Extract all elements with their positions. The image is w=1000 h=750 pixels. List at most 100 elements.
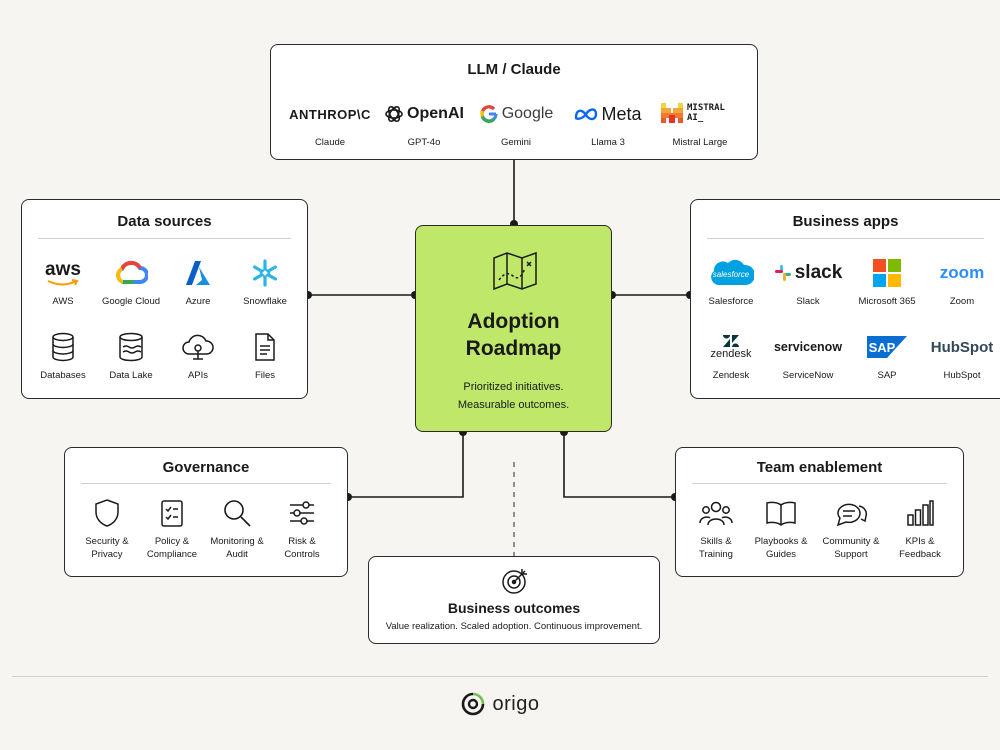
data-source-aws: aws AWS <box>18 256 108 309</box>
aws-logo: aws <box>45 256 81 290</box>
zendesk-logo: zendesk <box>711 330 751 364</box>
business-outcomes-box: Business outcomes Value realization. Sca… <box>368 556 660 644</box>
app-hubspot: HubSpot HubSpot <box>917 330 1000 383</box>
google-logo: Google <box>479 97 553 131</box>
bar-chart-icon <box>906 496 934 530</box>
business-outcomes-title: Business outcomes <box>447 600 581 616</box>
team-playbooks: Playbooks & Guides <box>736 496 826 562</box>
zoom-logo: zoom <box>939 263 985 282</box>
microsoft-logo-icon <box>873 256 901 290</box>
team-kpis: KPIs & Feedback <box>875 496 965 562</box>
anthropic-logo: ANTHROP\C <box>289 106 371 122</box>
data-sources-box: Data sources aws AWS Google Cloud <box>21 199 308 399</box>
footer-divider <box>12 676 988 677</box>
app-label: Zoom <box>949 296 975 307</box>
app-slack: slack Slack <box>763 256 853 309</box>
openai-logo: OpenAI <box>384 97 464 131</box>
connector-team <box>563 432 675 498</box>
shield-icon <box>94 496 120 530</box>
data-source-label: AWS <box>52 296 74 307</box>
team-label: Playbooks & Guides <box>754 536 808 560</box>
svg-text:SAP: SAP <box>869 340 896 355</box>
data-source-azure: Azure <box>153 256 243 309</box>
llm-item-label: Gemini <box>500 137 532 148</box>
app-label: Microsoft 365 <box>858 296 916 307</box>
governance-policy: Policy & Compliance <box>127 496 217 562</box>
governance-label: Policy & Compliance <box>146 536 198 560</box>
llm-item-gemini: Google Gemini <box>471 97 561 150</box>
governance-box: Governance Security & Privacy Policy & C… <box>64 447 348 577</box>
adoption-roadmap-card: Adoption Roadmap Prioritized initiatives… <box>415 225 612 432</box>
people-group-icon <box>699 496 733 530</box>
data-source-label: Files <box>254 370 276 381</box>
governance-label: Risk & Controls <box>284 536 320 560</box>
llm-item-label: Mistral Large <box>672 137 728 148</box>
google-g-icon <box>480 105 498 123</box>
team-skills: Skills & Training <box>671 496 761 562</box>
governance-risk: Risk & Controls <box>257 496 347 562</box>
aws-smile-icon <box>47 278 79 285</box>
team-enablement-box: Team enablement Skills & Training <box>675 447 964 577</box>
data-source-label: Azure <box>185 296 211 307</box>
mistral-pixel-icon <box>661 103 683 123</box>
llm-title: LLM / Claude <box>467 61 561 78</box>
hubspot-logo: HubSpot <box>930 338 994 356</box>
business-apps-title: Business apps <box>792 213 899 230</box>
data-source-label: APIs <box>187 370 209 381</box>
app-label: Slack <box>796 296 820 307</box>
meta-logo: Meta <box>574 97 642 131</box>
slack-hash-icon <box>774 265 791 281</box>
data-lake-icon <box>117 330 145 364</box>
data-source-label: Data Lake <box>109 370 153 381</box>
data-source-databases: Databases <box>18 330 108 383</box>
data-sources-title: Data sources <box>117 213 212 230</box>
target-icon <box>502 569 527 594</box>
divider <box>707 238 984 239</box>
slack-logo: slack <box>774 256 842 290</box>
team-enablement-title: Team enablement <box>756 459 883 476</box>
app-microsoft-365: Microsoft 365 <box>842 256 932 309</box>
divider <box>692 483 947 484</box>
divider <box>81 483 331 484</box>
salesforce-cloud-icon: salesforce <box>711 259 754 285</box>
data-source-label: Snowflake <box>243 296 287 307</box>
zendesk-z-icon <box>722 335 739 347</box>
app-salesforce: salesforce Salesforce <box>686 256 776 309</box>
data-source-label: Google Cloud <box>101 296 161 307</box>
file-icon <box>253 330 277 364</box>
magnifier-icon <box>222 496 252 530</box>
llm-item-claude: ANTHROP\C Claude <box>285 97 375 150</box>
origo-mark-icon <box>461 692 484 716</box>
app-sap: SAP SAP <box>842 330 932 383</box>
app-label: Salesforce <box>708 296 754 307</box>
team-label: KPIs & Feedback <box>899 536 941 560</box>
cloud-api-icon <box>181 330 215 364</box>
google-cloud-icon <box>114 256 148 290</box>
chat-bubbles-icon <box>834 496 868 530</box>
llm-box: LLM / Claude ANTHROP\C Claude OpenAI GPT… <box>270 44 758 160</box>
center-title: Adoption Roadmap <box>465 310 562 361</box>
governance-title: Governance <box>162 459 250 476</box>
governance-label: Security & Privacy <box>85 536 129 560</box>
app-servicenow: servicenow ServiceNow <box>763 330 853 383</box>
app-label: Zendesk <box>712 370 750 381</box>
roadmap-map-icon <box>493 251 537 291</box>
team-label: Skills & Training <box>699 536 733 560</box>
governance-security: Security & Privacy <box>62 496 152 562</box>
database-icon <box>50 330 76 364</box>
center-subtitle: Prioritized initiatives. Measurable outc… <box>457 381 570 412</box>
svg-text:salesforce: salesforce <box>713 270 750 279</box>
business-outcomes-subtitle: Value realization. Scaled adoption. Cont… <box>385 621 643 632</box>
sap-logo: SAP <box>867 330 907 364</box>
data-source-files: Files <box>220 330 310 383</box>
data-source-google-cloud: Google Cloud <box>86 256 176 309</box>
origo-logo: origo <box>0 692 1000 716</box>
llm-item-mistral: MISTRAL AI_ Mistral Large <box>655 97 745 150</box>
servicenow-logo: servicenow <box>773 340 843 354</box>
app-zendesk: zendesk Zendesk <box>686 330 776 383</box>
azure-icon <box>184 256 212 290</box>
salesforce-logo: salesforce <box>708 256 754 290</box>
checklist-icon <box>159 496 185 530</box>
sliders-icon <box>288 496 316 530</box>
